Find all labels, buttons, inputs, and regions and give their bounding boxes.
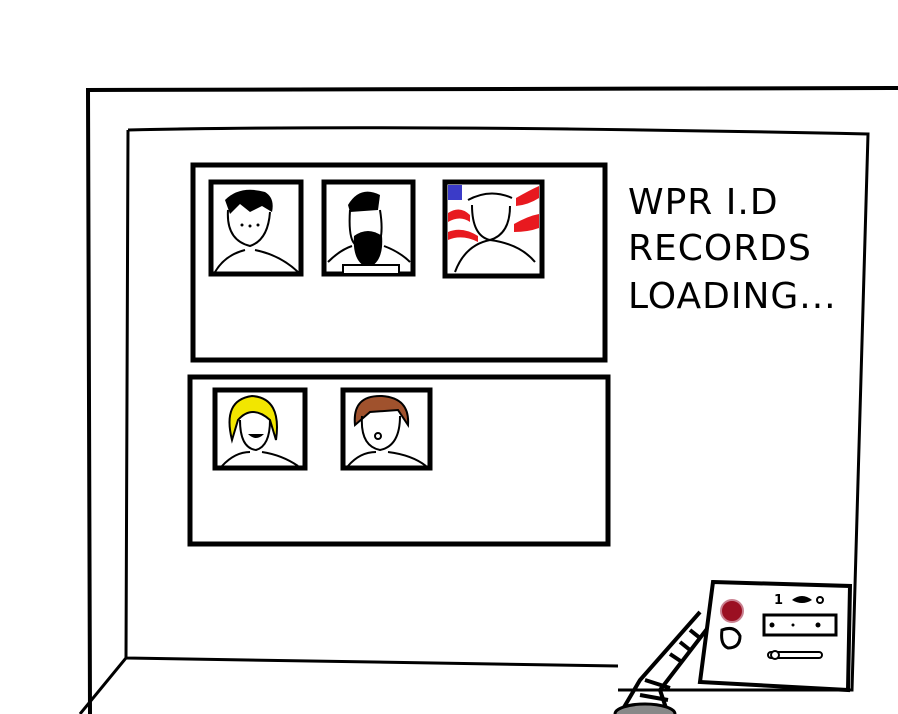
- title-line-1: WPR I.D: [628, 182, 779, 223]
- records-box-2: [187, 374, 611, 547]
- round-button[interactable]: [720, 627, 742, 650]
- portrait-blonde-person[interactable]: [212, 387, 308, 471]
- eye-icon: [792, 596, 812, 603]
- display-slot: [762, 613, 838, 637]
- cable-arm: [613, 610, 712, 714]
- red-button[interactable]: [720, 599, 744, 623]
- control-panel: 1: [697, 579, 853, 693]
- records-box-1: [190, 162, 608, 363]
- portrait-spiky-hair-man[interactable]: [208, 179, 304, 277]
- screen: [78, 126, 870, 714]
- portrait-bearded-prisoner[interactable]: [321, 179, 416, 277]
- switch-label: 1: [774, 593, 783, 608]
- title-line-2: RECORDS: [628, 228, 812, 269]
- indicator-light: [816, 596, 824, 604]
- monitor-frame: [85, 86, 898, 714]
- title-line-3: LOADING...: [628, 276, 837, 317]
- slider[interactable]: [767, 650, 823, 660]
- portrait-brown-hair-man[interactable]: [340, 387, 433, 471]
- portrait-soldier-flag[interactable]: [442, 179, 545, 279]
